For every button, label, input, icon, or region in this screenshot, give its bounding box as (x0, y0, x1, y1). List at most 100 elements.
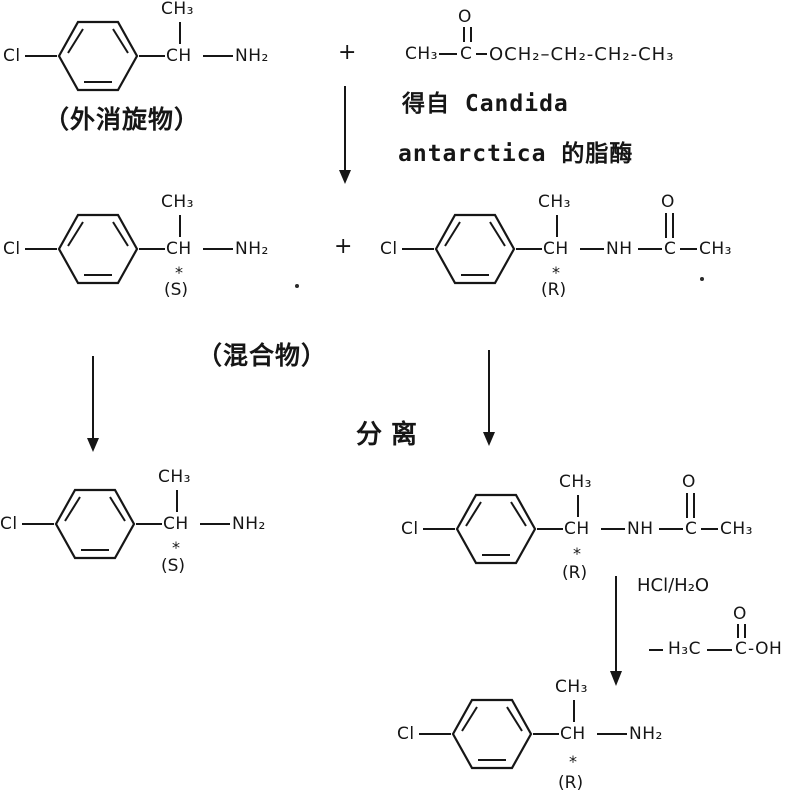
ch-label: CH (163, 514, 189, 534)
bond-ring-ch (139, 55, 165, 57)
stereo-label-r: (R) (562, 563, 588, 583)
separation-arrow-left (87, 356, 99, 452)
separation-label: 分离 (356, 420, 427, 450)
double-bond-c-o (665, 213, 674, 238)
bond-ch3-ch (179, 22, 181, 44)
nh-label: NH (627, 519, 654, 539)
chiral-center-star: * (175, 263, 183, 282)
bond-c-ch3 (680, 248, 697, 250)
plus-sign-mid: + (334, 234, 353, 259)
ch3-label: CH₃ (538, 192, 571, 212)
ch-label: CH (543, 239, 569, 259)
hydrolysis-arrow (610, 576, 622, 686)
reaction-arrow-1 (339, 86, 351, 184)
ch-label: CH (564, 519, 590, 539)
carboxyl-o-label: O (733, 604, 747, 624)
stereo-label-s: (S) (161, 556, 186, 576)
benzene-ring (57, 20, 139, 92)
bond-nh-c (659, 528, 683, 530)
bond-cl-ring (419, 733, 451, 735)
ch3-label: CH₃ (555, 677, 588, 697)
cl-label: Cl (380, 239, 398, 259)
ch-label: CH (560, 724, 586, 744)
benzene-ring (54, 488, 136, 560)
cl-label: Cl (3, 46, 21, 66)
enzyme-label-line2: antarctica 的脂酶 (398, 141, 634, 167)
bond-cl-ring (25, 248, 57, 250)
benzene-ring (455, 493, 537, 565)
stereo-label-r: (R) (558, 773, 584, 793)
nh2-label: NH₂ (232, 514, 266, 534)
bond-ch-nh (601, 528, 625, 530)
cl-label: Cl (401, 519, 419, 539)
nh2-label: NH₂ (235, 46, 269, 66)
bond-ring-ch (516, 248, 542, 250)
bond-ch-nh (580, 248, 604, 250)
bond-ch-nh2 (200, 523, 230, 525)
double-bond-c-o (463, 27, 472, 42)
ch-label: CH (166, 239, 192, 259)
ch3-label: CH₃ (161, 192, 194, 212)
print-speck (700, 277, 704, 281)
bond-ch3-ch (577, 495, 579, 517)
ester-ch3-label: CH₃ (405, 44, 438, 64)
plus-sign-top: + (338, 40, 357, 65)
benzene-ring (57, 213, 139, 285)
nh-label: NH (606, 239, 633, 259)
racemate-label: （外消旋物） (44, 105, 201, 134)
nh2-label: NH₂ (235, 239, 269, 259)
benzene-ring (434, 213, 516, 285)
bond-ch-nh2 (597, 733, 627, 735)
stereo-label-s: (S) (164, 280, 189, 300)
carbonyl-o-label: O (682, 472, 696, 492)
cl-label: Cl (3, 239, 21, 259)
print-speck (295, 284, 299, 288)
chiral-center-star: * (569, 752, 577, 771)
ch3-label: CH₃ (161, 0, 194, 19)
carboxyl-c-label: C (735, 639, 748, 659)
bond-c-ch3 (701, 528, 718, 530)
cl-label: Cl (397, 724, 415, 744)
bond-nh-c (638, 248, 662, 250)
bond-ring-ch (139, 248, 165, 250)
bond-h3c-c (707, 649, 732, 651)
h3c-label: H₃C (668, 639, 701, 659)
bond-cl-ring (423, 528, 455, 530)
acetyl-ch3-label: CH₃ (699, 239, 732, 259)
cl-label: Cl (0, 514, 18, 534)
bond-c-o-chain (476, 53, 487, 55)
carbonyl-o-label: O (661, 192, 675, 212)
bond-ch3-ch (556, 215, 558, 237)
ch-label: CH (166, 46, 192, 66)
separation-arrow-right (483, 350, 495, 446)
ch3-label: CH₃ (559, 472, 592, 492)
ch3-label: CH₃ (158, 467, 191, 487)
bond-ch3-ch (573, 700, 575, 722)
carbonyl-c-label: C (685, 519, 698, 539)
minus-sign (649, 649, 663, 651)
bond-ch-nh2 (203, 248, 233, 250)
stereo-label-r: (R) (541, 280, 567, 300)
enzyme-label-line1: 得自 Candida (402, 91, 569, 117)
nh2-label: NH₂ (629, 724, 663, 744)
acetyl-ch3-label: CH₃ (720, 519, 753, 539)
ester-c-label: C (460, 44, 473, 64)
carbonyl-c-label: C (664, 239, 677, 259)
hydrolysis-conditions-label: HCl/H₂O (637, 575, 710, 596)
benzene-ring (451, 698, 533, 770)
mixture-label: （混合物） (197, 341, 328, 370)
bond-ch3-ch (176, 490, 178, 512)
bond-ring-ch (136, 523, 162, 525)
oh-label: -OH (748, 639, 783, 659)
ester-o-label: O (458, 7, 472, 27)
bond-ch-nh2 (203, 55, 233, 57)
bond-ring-ch (533, 733, 559, 735)
ester-chain-label: OCH₂–CH₂-CH₂-CH₃ (489, 44, 675, 65)
bond-ch3-ch (179, 215, 181, 237)
bond-cl-ring (25, 55, 57, 57)
bond-cl-ring (22, 523, 54, 525)
chiral-center-star: * (172, 538, 180, 557)
bond-ch3-c (439, 53, 457, 55)
double-bond-c-o (686, 493, 695, 518)
